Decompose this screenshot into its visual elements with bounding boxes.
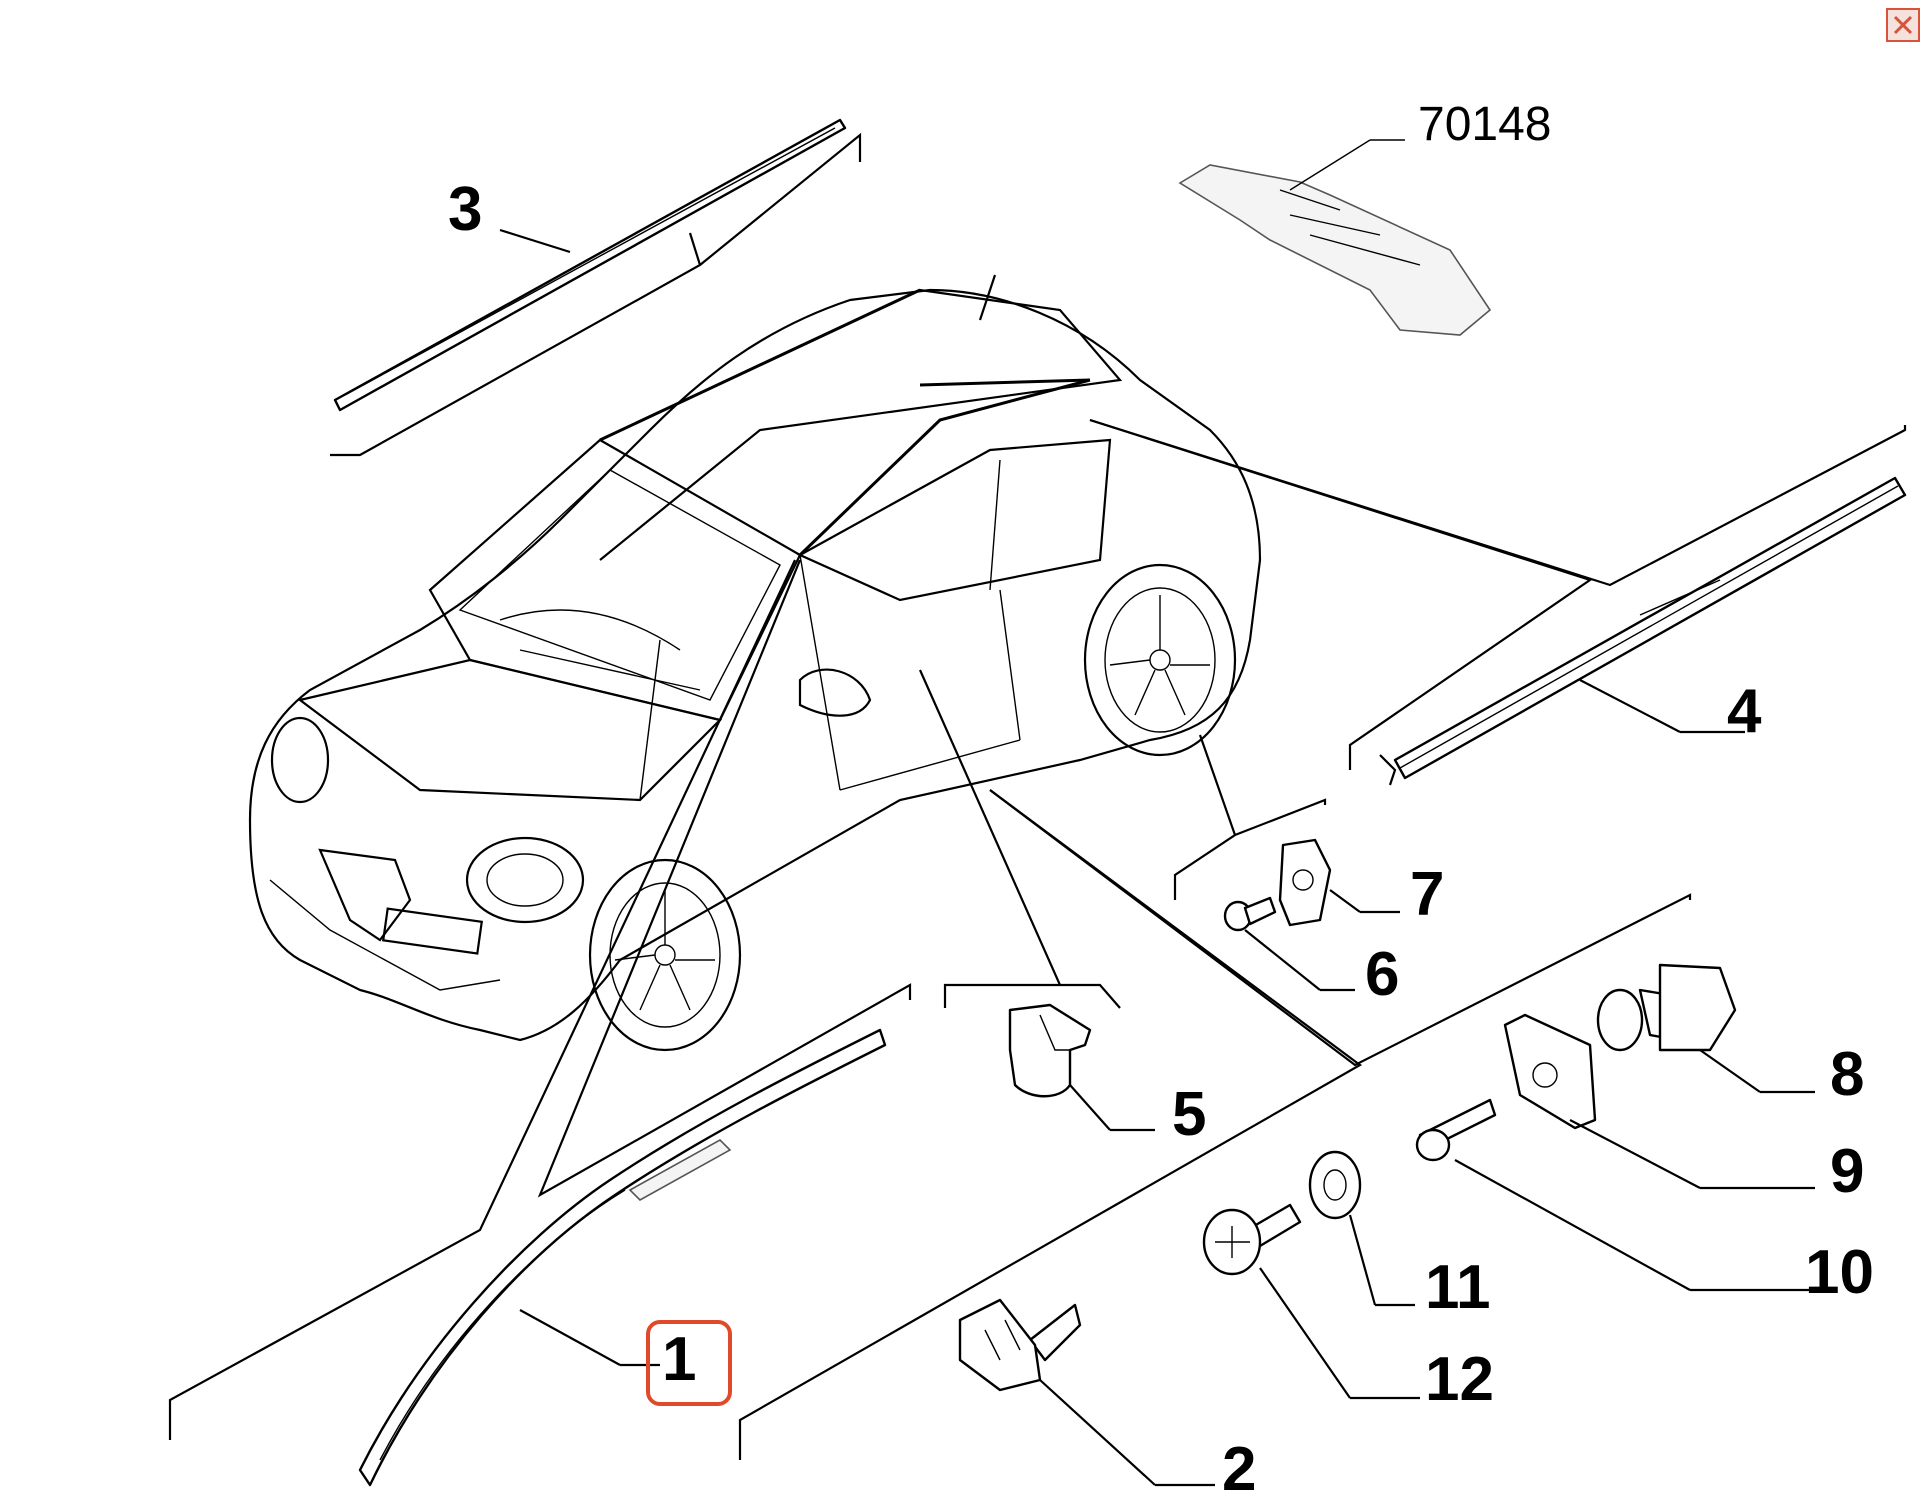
part-6-bolt[interactable] (1223, 896, 1355, 992)
part-8-push-pin[interactable] (1596, 963, 1815, 1094)
callout-2[interactable]: 2 (1222, 1435, 1256, 1504)
callout-70148[interactable]: 70148 (1418, 98, 1551, 151)
callout-1-highlight-box (646, 1320, 732, 1406)
callout-12[interactable]: 12 (1425, 1345, 1494, 1414)
callout-1[interactable]: 1 (662, 1325, 696, 1394)
part-5-clip[interactable] (1008, 1003, 1155, 1132)
close-button[interactable] (1886, 8, 1920, 42)
part-4-side-strip[interactable] (1379, 476, 1907, 786)
callout-8[interactable]: 8 (1830, 1040, 1864, 1109)
callout-9[interactable]: 9 (1830, 1137, 1864, 1206)
close-icon (1893, 15, 1913, 35)
callout-3[interactable]: 3 (448, 175, 482, 244)
part-12-screw[interactable] (1202, 1203, 1420, 1400)
callout-5[interactable]: 5 (1172, 1080, 1206, 1149)
callout-11[interactable]: 11 (1425, 1253, 1491, 1322)
part-2-rivet[interactable] (958, 1298, 1215, 1487)
part-3-roof-strip[interactable] (333, 118, 847, 412)
part-10-bolt[interactable] (1415, 1098, 1820, 1292)
part-7-clip-nut[interactable] (1278, 838, 1400, 927)
part-11-washer[interactable] (1308, 1150, 1415, 1307)
callout-10[interactable]: 10 (1805, 1238, 1874, 1307)
part-1-molding[interactable] (358, 1028, 887, 1487)
callout-7[interactable]: 7 (1410, 860, 1444, 929)
callout-4[interactable]: 4 (1727, 677, 1762, 746)
callout-6[interactable]: 6 (1365, 940, 1399, 1009)
car-illustration (248, 274, 1262, 1052)
leader-lines (168, 132, 1907, 1460)
part-70148-decal[interactable] (1178, 139, 1492, 336)
part-9-spring-clip[interactable] (1503, 1013, 1815, 1190)
